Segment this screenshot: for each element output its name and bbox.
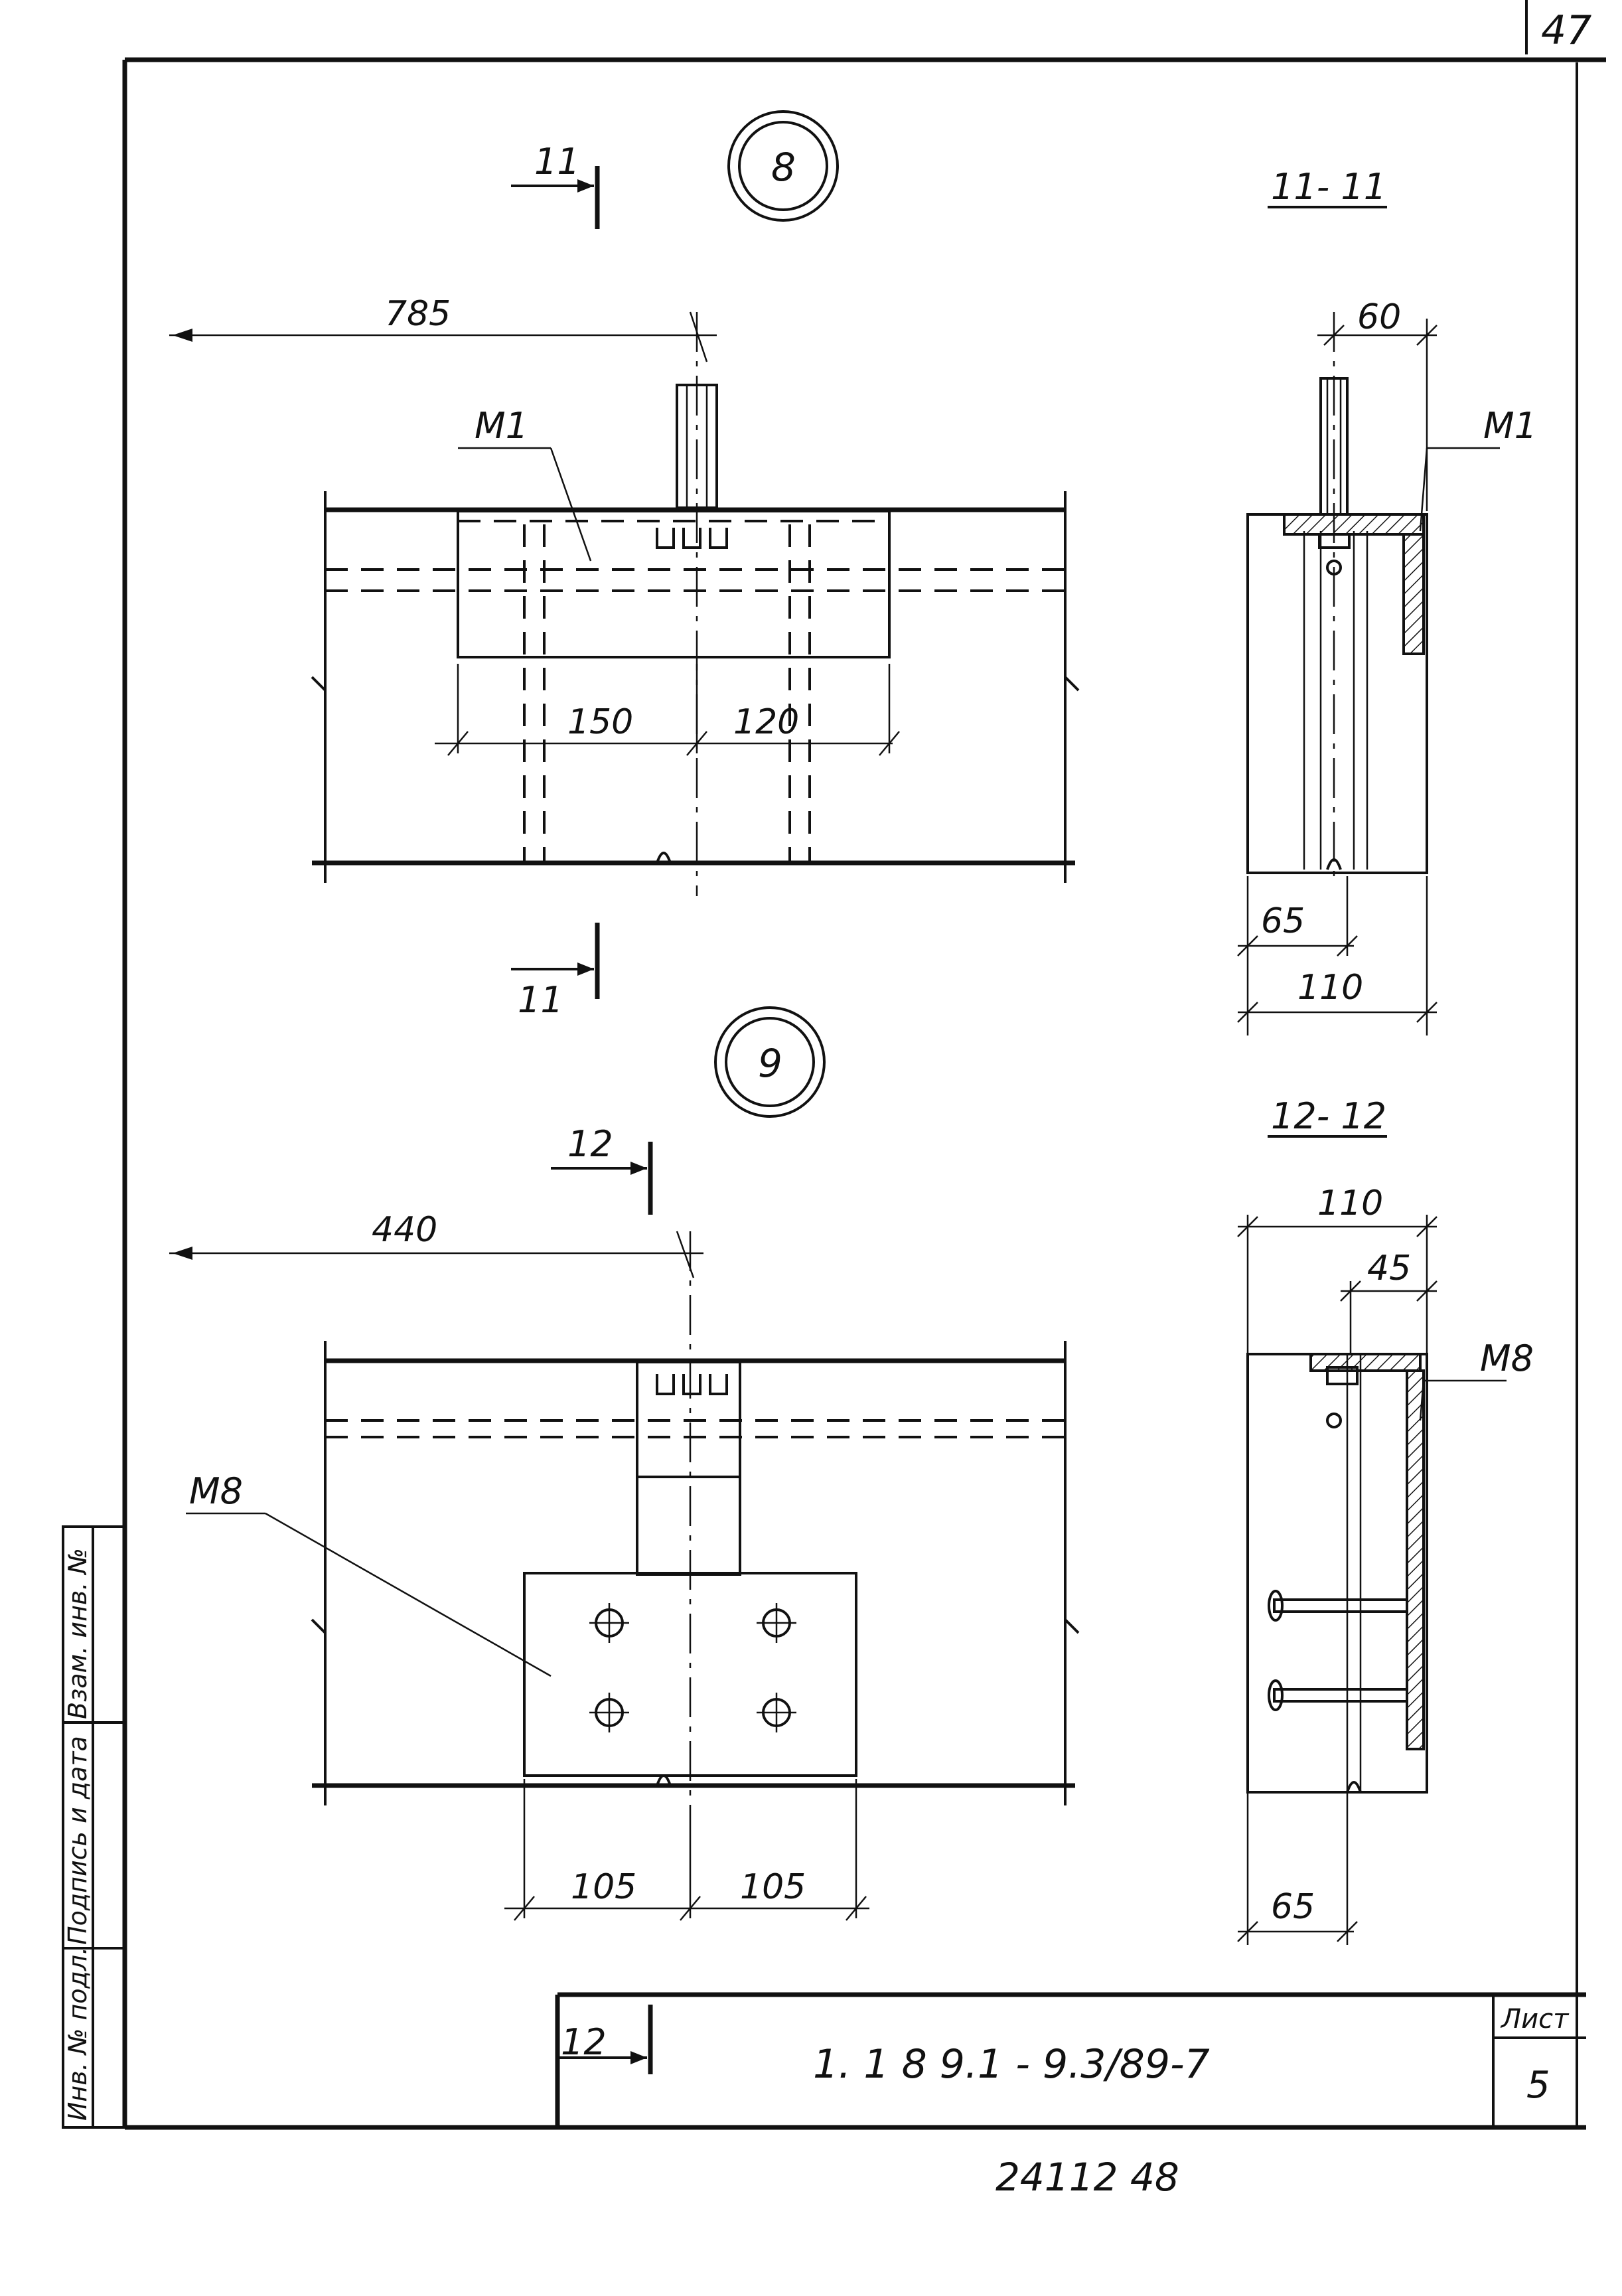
dim-785: 785	[385, 294, 451, 334]
m1-label: M1	[475, 405, 528, 447]
dim-60: 60	[1357, 297, 1401, 337]
title-block: 1. 1 8 9.1 - 9.3/89-7 Лист 5	[555, 1992, 1586, 2127]
cut-12-label-top: 12	[567, 1123, 613, 1165]
node-8-beam	[311, 491, 1080, 883]
side-label-inv-podl: Инв. № подл.	[63, 1947, 92, 2121]
document-code: 1. 1 8 9.1 - 9.3/89-7	[813, 2041, 1210, 2088]
page-number-box: 47	[1525, 0, 1591, 54]
cut-11-label-bottom: 11	[518, 979, 563, 1021]
dim-110-top: 110	[1317, 1184, 1383, 1223]
section-11-dims: 60 M1 65 110	[1237, 297, 1537, 1035]
dim-120: 120	[733, 702, 799, 742]
anchor-hole	[757, 1603, 796, 1643]
node-8-number: 8	[771, 145, 796, 190]
m8-leader: M8	[186, 1470, 552, 1677]
dim-110-bottom: 110	[1297, 968, 1363, 1008]
node-8-marker: 8	[727, 110, 839, 222]
dim-150: 150	[567, 702, 633, 742]
dim-45: 45	[1367, 1249, 1411, 1288]
page-number: 47	[1541, 7, 1591, 54]
node-9-marker: 9	[714, 1006, 826, 1118]
node-8-offset-dimension: 785	[169, 294, 717, 362]
section-cut-11-top: 11	[511, 141, 600, 229]
node-8-bottom-dimension: 150 120	[435, 664, 900, 756]
node-9-number: 9	[758, 1041, 782, 1086]
sheet-label: Лист	[1500, 2004, 1570, 2034]
drawing-frame	[122, 57, 1606, 2130]
section-12-12: 12- 12	[1246, 1095, 1428, 1794]
cut-11-label-top: 11	[534, 141, 580, 183]
side-label-podpis: Подпись и дата	[63, 1736, 92, 1945]
section-11-11: 11- 11	[1246, 166, 1428, 876]
footer-number: 24112 48	[995, 2155, 1179, 2200]
sheet-number: 5	[1526, 2064, 1550, 2107]
plate-m8-elevation	[523, 1231, 857, 1832]
node-9-bottom-dimension: 105 105	[504, 1779, 869, 1921]
dim-105-left: 105	[571, 1867, 636, 1907]
m1-leader: M1	[458, 405, 592, 562]
dim-440: 440	[372, 1210, 437, 1250]
dim-65-section-12: 65	[1271, 1887, 1315, 1927]
section-11-title: 11- 11	[1271, 166, 1386, 208]
section-cut-12-top: 12	[551, 1123, 653, 1215]
anchor-hole	[589, 1603, 629, 1643]
dim-105-right: 105	[740, 1867, 806, 1907]
m8-label: M8	[189, 1470, 243, 1512]
anchor-hole	[757, 1693, 796, 1732]
section-12-title: 12- 12	[1271, 1095, 1386, 1137]
node-9-beam	[311, 1341, 1080, 1805]
side-label-vzam: Взам. инв. №	[63, 1548, 92, 1719]
node-9-offset-dimension: 440	[169, 1210, 703, 1278]
section-12-dims: 110 45 M8 65	[1237, 1184, 1534, 1945]
anchor-hole	[589, 1693, 629, 1732]
m8-label-section: M8	[1480, 1338, 1534, 1379]
dim-65-top: 65	[1261, 901, 1305, 941]
cut-12-label-bottom: 12	[561, 2021, 607, 2063]
side-stamp: Инв. № подл. Подпись и дата Взам. инв. №	[62, 1525, 126, 2129]
section-cut-11-bottom: 11	[511, 923, 600, 1021]
section-cut-12-bottom: 12	[557, 2005, 653, 2074]
plate-m1-elevation	[457, 312, 891, 896]
m1-label-section: M1	[1483, 405, 1537, 447]
